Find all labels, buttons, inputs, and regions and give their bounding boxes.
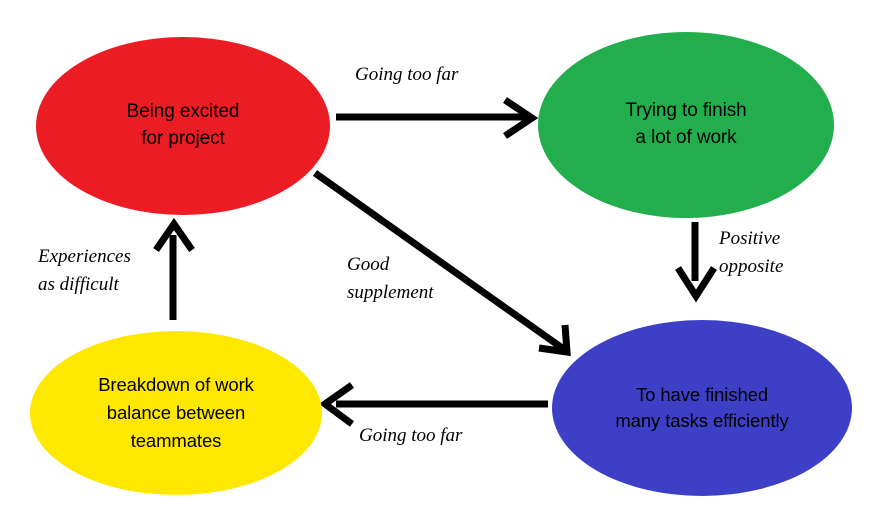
node-label: Being excited for project bbox=[126, 101, 240, 149]
node-breakdown-of-work[interactable]: Breakdown of work balance between teamma… bbox=[30, 331, 322, 495]
edge-red-to-green bbox=[336, 97, 539, 139]
edge-label-red-to-blue: Good supplement bbox=[347, 254, 434, 303]
node-trying-to-finish[interactable]: Trying to finish a lot of work bbox=[538, 32, 834, 218]
edge-yellow-to-red bbox=[153, 217, 195, 320]
node-being-excited[interactable]: Being excited for project bbox=[36, 37, 330, 215]
edge-label-red-to-green: Going too far bbox=[355, 64, 459, 85]
edge-label-yellow-to-red: Experiences as difficult bbox=[38, 246, 131, 295]
node-label: To have finished many tasks efficiently bbox=[615, 383, 789, 431]
edge-label-green-to-blue: Positive opposite bbox=[719, 228, 784, 277]
edge-label-blue-to-yellow: Going too far bbox=[359, 425, 463, 446]
node-label: Trying to finish a lot of work bbox=[625, 100, 747, 148]
edge-blue-to-yellow bbox=[319, 382, 548, 427]
node-label: Breakdown of work balance between teamma… bbox=[98, 374, 254, 451]
edge-green-to-blue bbox=[675, 222, 717, 303]
node-finished-tasks[interactable]: To have finished many tasks efficiently bbox=[552, 320, 852, 496]
